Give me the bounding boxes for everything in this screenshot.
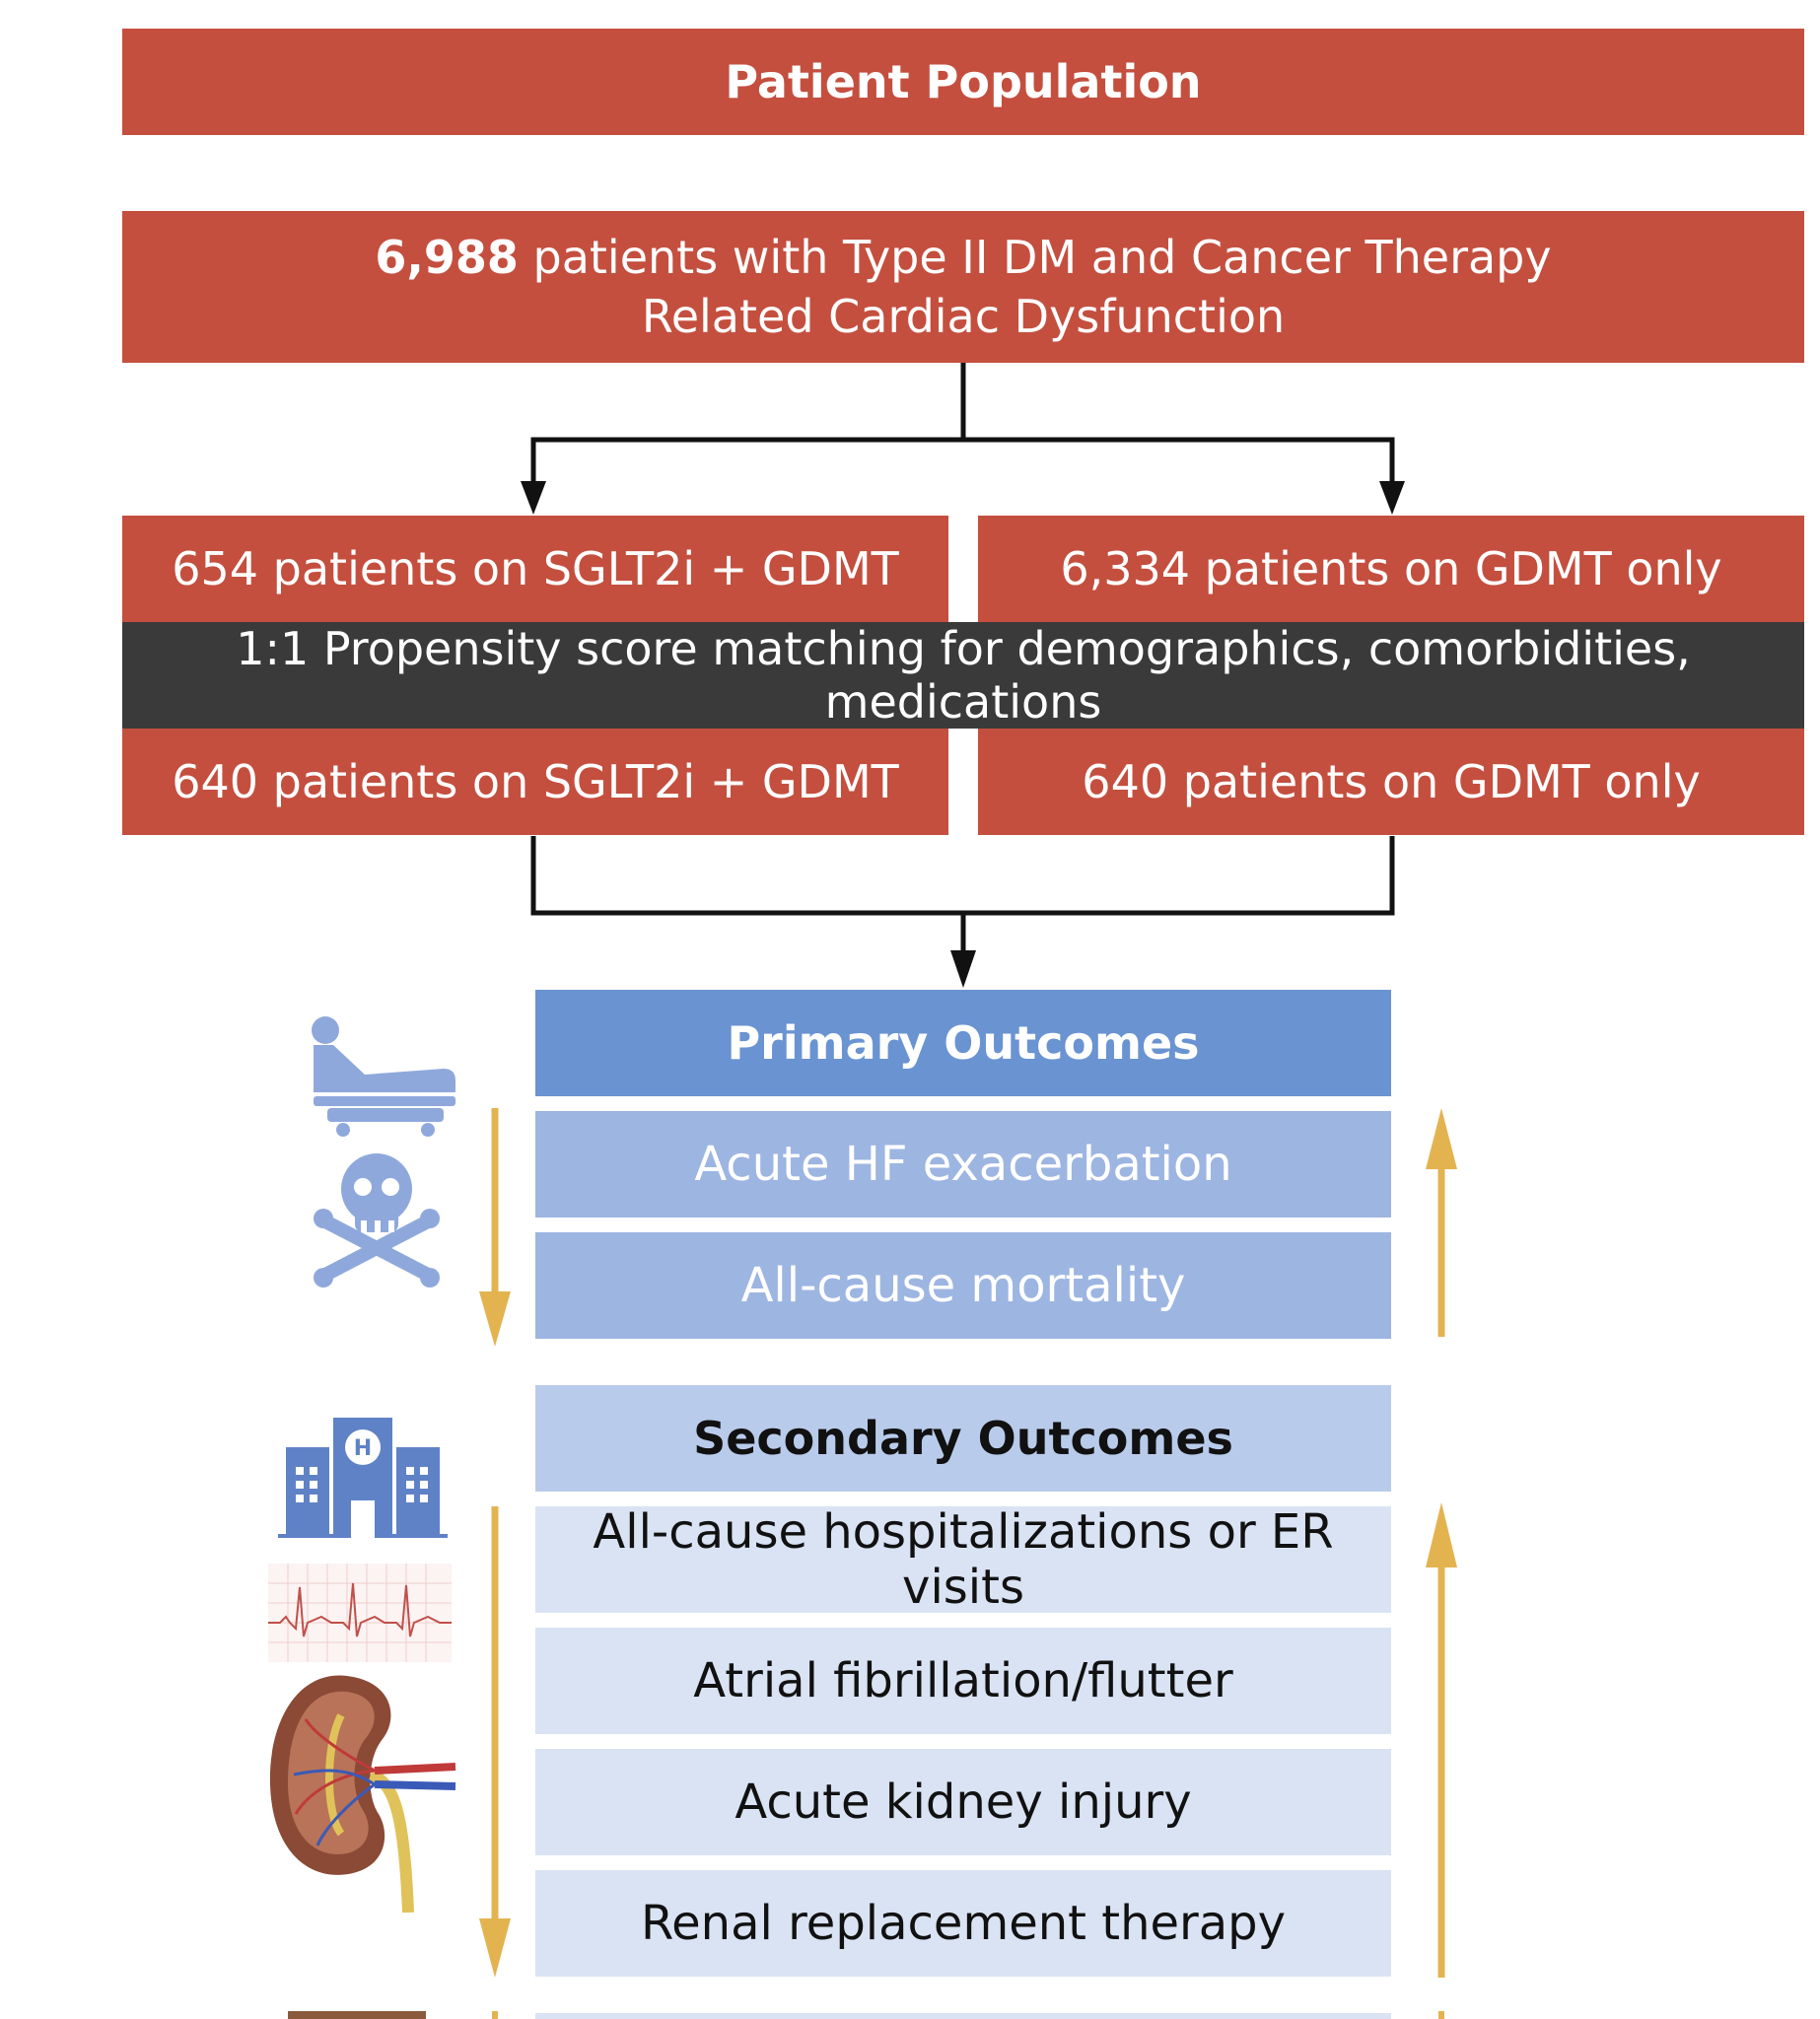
next-icon-edge (288, 2011, 426, 2019)
merge-connector (530, 836, 1395, 952)
svg-text:H: H (354, 1436, 372, 1461)
group-sglt2i-after: 640 patients on SGLT2i + GDMT (122, 729, 948, 835)
hospital-building-icon: H (278, 1418, 448, 1538)
secondary-outcomes-header: Secondary Outcomes (535, 1385, 1391, 1492)
continuation-marks (492, 2011, 1444, 2019)
group-gdmt-after: 640 patients on GDMT only (978, 729, 1804, 835)
arrow-down-center-icon (950, 950, 976, 988)
secondary-outcome-label: Atrial fibrillation/flutter (693, 1653, 1233, 1708)
group-sglt2i-after-label: 640 patients on SGLT2i + GDMT (172, 755, 899, 808)
group-gdmt-before: 6,334 patients on GDMT only (978, 516, 1804, 622)
primary-outcome-label: Acute HF exacerbation (694, 1137, 1232, 1192)
secondary-up-arrow-icon (1426, 1502, 1457, 1978)
population-line-1: 6,988 patients with Type II DM and Cance… (375, 228, 1551, 287)
ecg-strip-icon (268, 1564, 452, 1662)
population-line-2: Related Cardiac Dysfunction (641, 290, 1286, 343)
secondary-outcome-item: Renal replacement therapy (535, 1870, 1391, 1977)
secondary-outcome-label: All-cause hospitalizations or ER visits (593, 1504, 1334, 1615)
secondary-outcome-item: Atrial fibrillation/flutter (535, 1628, 1391, 1734)
secondary-down-arrow-icon (479, 1506, 511, 1978)
primary-down-arrow-icon (479, 1108, 511, 1347)
secondary-outcome-label: Renal replacement therapy (640, 1896, 1287, 1951)
arrow-down-right-icon (1379, 481, 1405, 515)
secondary-outcomes-title: Secondary Outcomes (693, 1412, 1233, 1465)
secondary-outcome-item: All-cause hospitalizations or ER visits (535, 1504, 1391, 1615)
patient-population-header: Patient Population (122, 29, 1804, 135)
secondary-outcome-label: Acute kidney injury (735, 1775, 1192, 1830)
arrow-down-left-icon (521, 481, 546, 515)
primary-outcomes-title: Primary Outcomes (727, 1016, 1200, 1070)
group-sglt2i-before: 654 patients on SGLT2i + GDMT (122, 516, 948, 622)
skull-crossbones-icon (314, 1153, 440, 1288)
primary-outcome-item: All-cause mortality (535, 1232, 1391, 1339)
split-connector (530, 363, 1395, 483)
primary-up-arrow-icon (1426, 1108, 1457, 1337)
next-box-edge (535, 2013, 1391, 2019)
primary-outcome-label: All-cause mortality (740, 1258, 1186, 1313)
propensity-matching-label: 1:1 Propensity score matching for demogr… (236, 622, 1691, 729)
kidney-icon (269, 1675, 456, 1914)
primary-outcome-item: Acute HF exacerbation (535, 1111, 1391, 1218)
propensity-matching-bar: 1:1 Propensity score matching for demogr… (122, 622, 1804, 729)
population-line-1-text: patients with Type II DM and Cancer Ther… (518, 231, 1552, 284)
primary-outcomes-header: Primary Outcomes (535, 990, 1391, 1096)
hospital-bed-icon (312, 1016, 455, 1137)
group-gdmt-before-label: 6,334 patients on GDMT only (1060, 542, 1722, 595)
secondary-outcome-item: Acute kidney injury (535, 1749, 1391, 1855)
patient-population-title: Patient Population (725, 55, 1202, 108)
group-sglt2i-before-label: 654 patients on SGLT2i + GDMT (172, 542, 899, 595)
population-box: 6,988 patients with Type II DM and Cance… (122, 211, 1804, 363)
group-gdmt-after-label: 640 patients on GDMT only (1082, 755, 1701, 808)
population-count: 6,988 (375, 231, 519, 284)
